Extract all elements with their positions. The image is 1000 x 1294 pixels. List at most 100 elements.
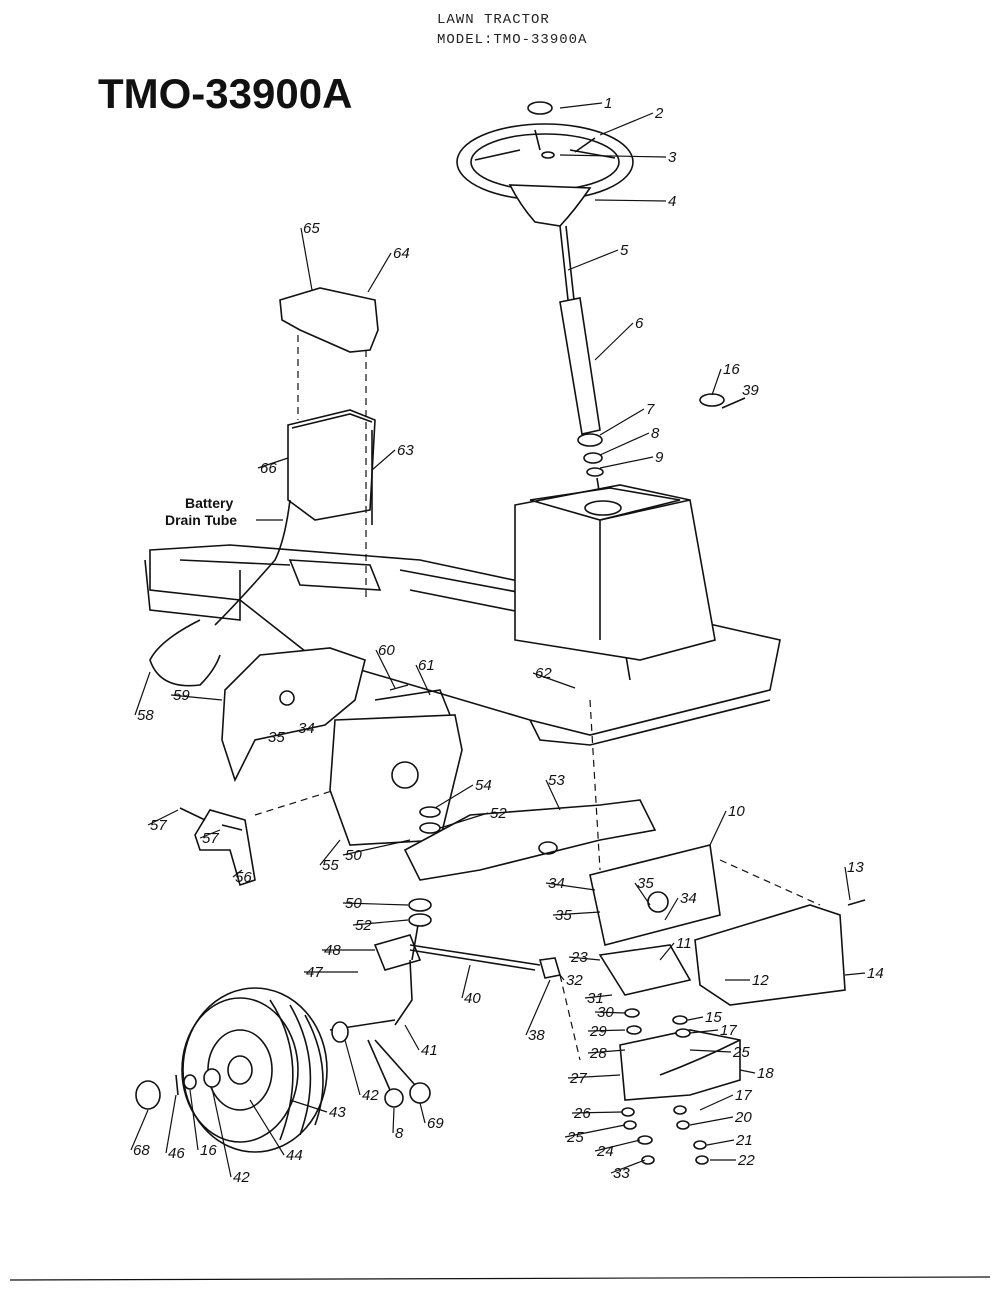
gear-hardware <box>621 1008 709 1165</box>
front-wheel <box>135 987 431 1153</box>
callout-18: 18 <box>757 1065 774 1082</box>
callout-14: 14 <box>867 965 884 982</box>
callout-5: 5 <box>620 242 629 259</box>
callout-48: 48 <box>324 942 341 959</box>
callout-leader <box>342 902 409 906</box>
callout-leader <box>189 1089 199 1151</box>
callout-63: 63 <box>397 442 414 459</box>
sector-gear-18 <box>619 1029 741 1101</box>
callout-57: 57 <box>202 830 219 847</box>
callout-26: 26 <box>573 1105 591 1122</box>
callout-55: 55 <box>322 857 339 874</box>
callout-leader <box>659 942 675 961</box>
callout-leader <box>587 1029 626 1032</box>
callout-11: 11 <box>676 935 692 952</box>
battery-holddown-65 <box>279 287 379 353</box>
callout-leader <box>419 1102 426 1124</box>
callout-42: 42 <box>362 1087 379 1104</box>
callout-leader <box>461 964 471 999</box>
callout-leader <box>610 1159 646 1174</box>
frame-plate <box>149 544 781 736</box>
callout-leader <box>257 457 289 469</box>
callout-leader <box>594 322 634 361</box>
drain-tube <box>214 499 291 626</box>
callout-28: 28 <box>589 1045 607 1062</box>
callout-61: 61 <box>418 657 435 674</box>
callout-8: 8 <box>651 425 660 442</box>
callout-leader <box>564 1124 626 1138</box>
spindle-41 <box>394 959 413 1026</box>
callout-56: 56 <box>235 869 252 886</box>
callout-leader <box>439 812 489 829</box>
rim-44 <box>207 1029 273 1111</box>
callout-leader <box>249 1099 285 1156</box>
callout-29: 29 <box>589 1023 607 1040</box>
callout-42: 42 <box>233 1169 250 1186</box>
steering-wheel-assembly <box>456 101 634 227</box>
callout-52: 52 <box>355 917 372 934</box>
callout-leader <box>525 979 551 1036</box>
callout-58: 58 <box>137 707 154 724</box>
callout-40: 40 <box>464 990 481 1007</box>
callout-leader <box>319 839 341 866</box>
callout-46: 46 <box>168 1145 185 1162</box>
callout-39: 39 <box>742 382 759 399</box>
callout-leader <box>709 810 727 846</box>
callout-leader <box>594 199 667 202</box>
callout-17: 17 <box>735 1087 752 1104</box>
callout-64: 64 <box>393 245 410 262</box>
note-battery-line1: Battery <box>185 495 233 511</box>
callout-68: 68 <box>133 1142 150 1159</box>
callout-57: 57 <box>150 817 167 834</box>
bottom-rule <box>9 1276 991 1281</box>
spindle-arm-48 <box>373 934 422 971</box>
callout-41: 41 <box>421 1042 438 1059</box>
clip-46 <box>175 1074 179 1096</box>
callout-34: 34 <box>298 720 315 737</box>
steering-wheel-nut <box>541 151 555 159</box>
callout-leader <box>844 866 851 901</box>
callout-23: 23 <box>570 949 588 966</box>
callout-62: 62 <box>535 665 552 682</box>
callout-leader <box>134 671 151 716</box>
callout-leader <box>634 882 651 906</box>
callout-47: 47 <box>306 964 323 981</box>
callout-16: 16 <box>723 361 740 378</box>
washer-69 <box>409 1082 431 1104</box>
header-line-1: LAWN TRACTOR <box>437 12 550 28</box>
washer-16 <box>699 393 725 407</box>
callout-31: 31 <box>587 990 604 1007</box>
console-body <box>514 484 716 661</box>
dash-console <box>514 484 716 661</box>
callout-12: 12 <box>752 972 769 989</box>
steering-wheel-inner <box>470 133 620 191</box>
callout-53: 53 <box>548 772 565 789</box>
battery-group <box>149 287 379 687</box>
callout-leader <box>147 809 179 826</box>
callout-leader <box>844 972 866 976</box>
callout-8: 8 <box>395 1125 404 1142</box>
callout-leader <box>545 882 596 891</box>
callout-leader <box>687 1016 704 1021</box>
callout-leader <box>552 911 601 916</box>
tie-rod-end-38 <box>538 957 562 979</box>
callout-leader <box>599 112 654 136</box>
header-line-2: MODEL:TMO-33900A <box>437 32 588 48</box>
plate-55 <box>329 714 463 846</box>
callout-1: 1 <box>604 95 612 112</box>
callout-leader <box>532 672 576 689</box>
nut-34 <box>279 690 295 706</box>
tie-rod-40 <box>409 944 541 966</box>
callout-6: 6 <box>635 315 644 332</box>
callout-leader <box>375 649 396 689</box>
steering-wheel-cap <box>527 101 553 115</box>
callout-50: 50 <box>345 847 362 864</box>
callout-leader <box>232 869 243 878</box>
callout-leader <box>342 839 411 856</box>
callout-32: 32 <box>566 972 583 989</box>
plate-11 <box>598 944 692 996</box>
callout-leader <box>664 897 679 921</box>
callout-leader <box>689 1029 719 1034</box>
steering-wheel-spokes <box>474 129 616 161</box>
callout-labels: 1234567891639656466636260615958353457575… <box>130 95 884 1186</box>
